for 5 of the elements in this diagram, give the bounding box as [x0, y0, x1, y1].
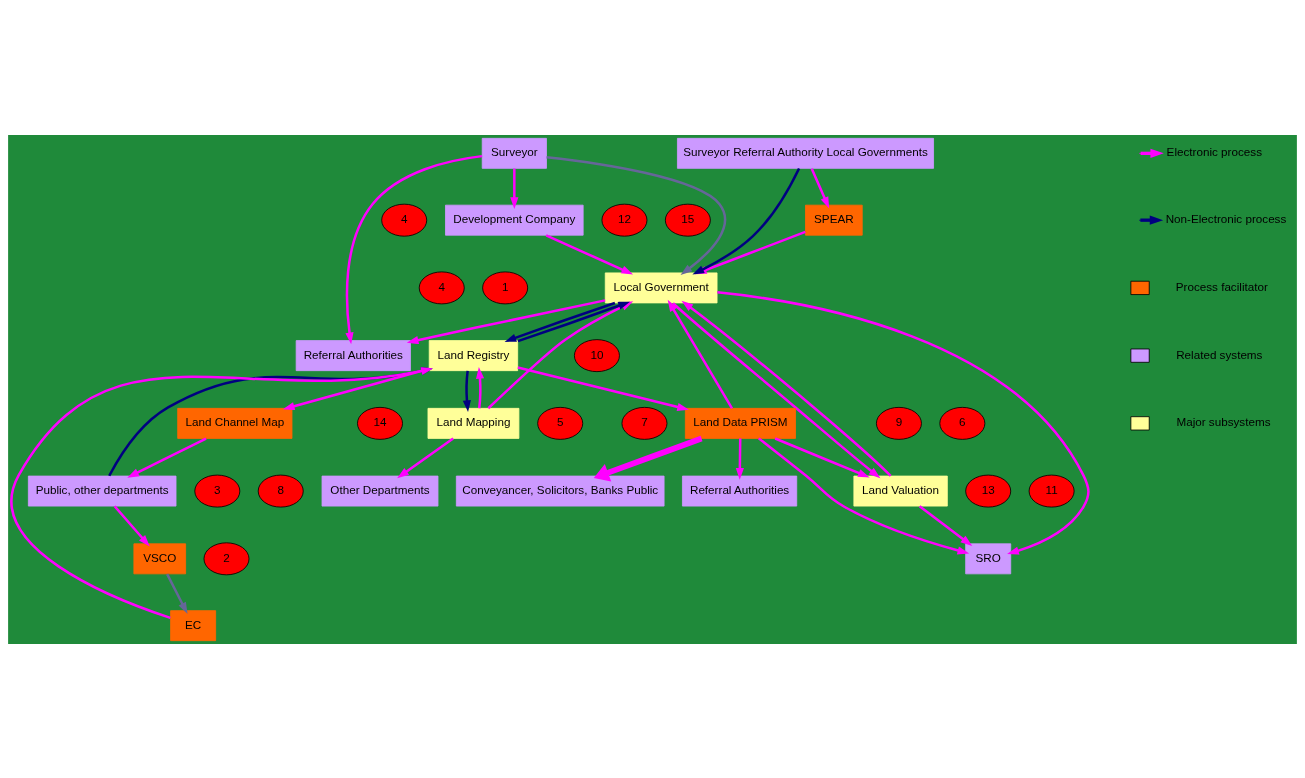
legend-label: Major subsystems [1176, 414, 1271, 428]
legend-label: Process facilitator [1175, 279, 1268, 293]
legend-label: Electronic process [1166, 144, 1262, 158]
legend-label: Related systems [1176, 347, 1263, 361]
legend-label: Non-Electronic process [1165, 211, 1287, 225]
